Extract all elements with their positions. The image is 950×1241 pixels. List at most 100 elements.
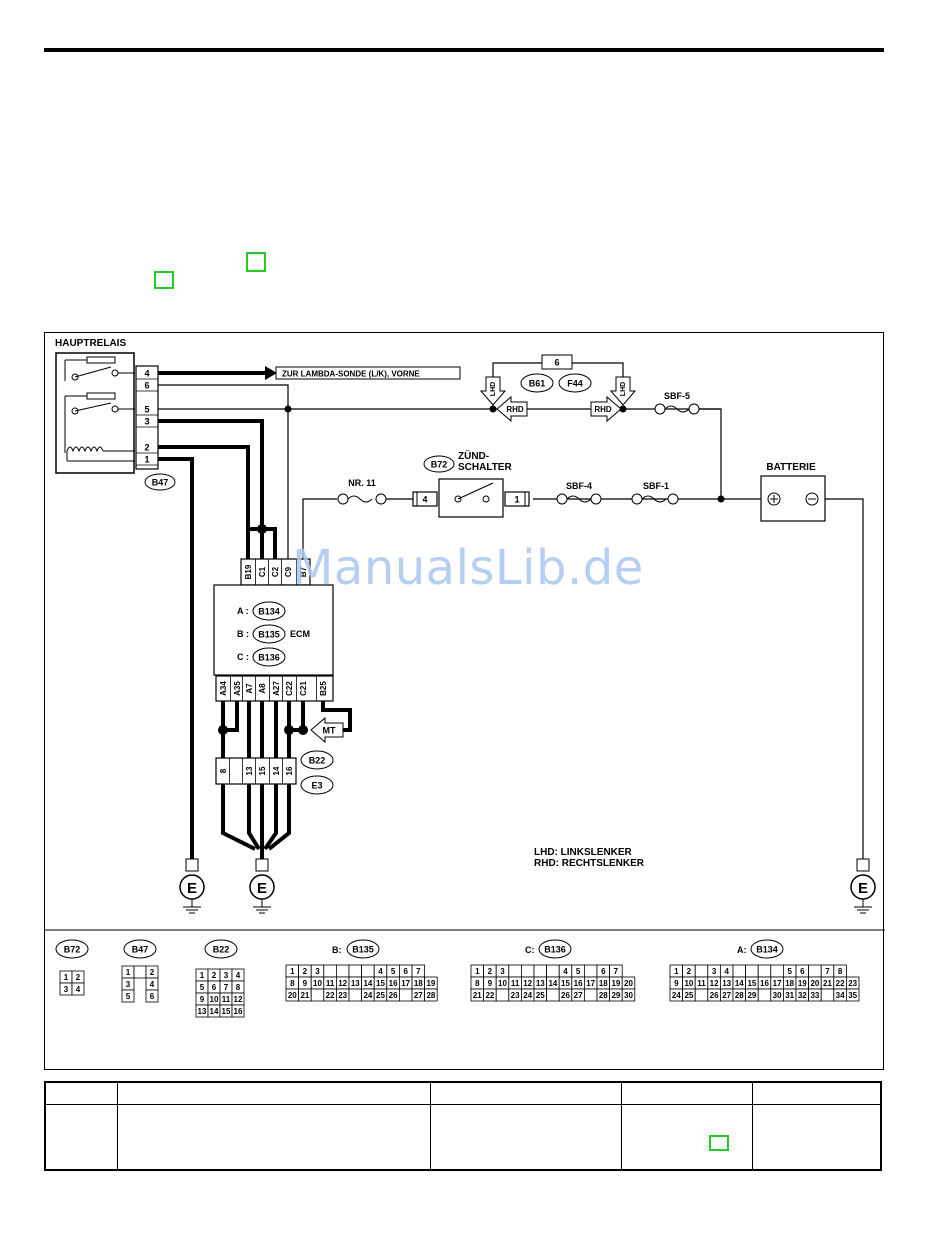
ecm-top-pin: C9 (284, 566, 293, 577)
green-marker-2 (154, 271, 174, 289)
connector-pin: 15 (376, 979, 385, 988)
connector-pin: 5 (126, 992, 131, 1001)
connector-pin: 21 (823, 979, 832, 988)
connector-pin: 3 (64, 985, 69, 994)
connector-pin: 9 (200, 995, 205, 1004)
connector-pin: 14 (363, 979, 372, 988)
relay-pin-3: 3 (144, 417, 149, 427)
connector-pin: 1 (674, 967, 679, 976)
connector-pin: 24 (523, 991, 532, 1000)
top-rule (44, 48, 884, 52)
ecm-c-connector: B136 (258, 653, 280, 663)
connector-pin: 29 (611, 991, 620, 1000)
ignition-pin-left: 4 (422, 495, 427, 505)
legend-b135: B135 (352, 945, 374, 955)
lambda-sensor-label: ZUR LAMBDA-SONDE (L/K), VORNE (282, 370, 420, 379)
connector-pin: 18 (785, 979, 794, 988)
diagnosis-table (44, 1081, 882, 1171)
connector-pin: 8 (475, 979, 480, 988)
connector-pin: 13 (351, 979, 360, 988)
connector-pin: 12 (710, 979, 719, 988)
connector-pin: 34 (836, 991, 845, 1000)
connector-pin: 12 (523, 979, 532, 988)
svg-text:LHD: LHD (620, 382, 627, 396)
joint-pin: 13 (245, 766, 254, 775)
relay-pin-1: 1 (144, 455, 149, 465)
lhd-arrow-right: LHD (609, 376, 637, 406)
fuse-nr11 (337, 493, 387, 505)
connector-pin: 6 (150, 992, 155, 1001)
ecm-bottom-pin: A34 (219, 681, 228, 696)
connector-pin: 21 (473, 991, 482, 1000)
mt-label: MT (323, 726, 336, 736)
ecm-label: ECM (290, 629, 310, 639)
connector-pin: 31 (785, 991, 794, 1000)
connector-pin: 25 (536, 991, 545, 1000)
connector-pin: 3 (315, 967, 320, 976)
joint-pin: 8 (219, 768, 228, 773)
connector-pin: 13 (536, 979, 545, 988)
connector-pin: 27 (414, 991, 423, 1000)
connector-pin: 4 (150, 980, 155, 989)
connector-pin: 15 (222, 1007, 231, 1016)
ecm-top-pin: C1 (258, 566, 267, 577)
ground-icon: E (249, 858, 275, 914)
connector-pin: 19 (798, 979, 807, 988)
green-marker-3 (709, 1134, 729, 1151)
connector-pin: 11 (326, 979, 335, 988)
connector-pin: 8 (236, 983, 241, 992)
connector-pin: 11 (511, 979, 520, 988)
fuse-nr11-label: NR. 11 (348, 478, 376, 488)
svg-text:RHD: RHD (506, 405, 524, 414)
connector-pin: 14 (210, 1007, 219, 1016)
connector-pin: 12 (234, 995, 243, 1004)
connector-pin: 16 (234, 1007, 243, 1016)
main-relay (55, 352, 159, 474)
connector-pin: 20 (624, 979, 633, 988)
connector-pin: 21 (300, 991, 309, 1000)
rhd-legend: RHD: RECHTSLENKER (534, 858, 645, 869)
connector-pin: 26 (389, 991, 398, 1000)
connector-pin: 33 (810, 991, 819, 1000)
legend-b22: B22 (213, 945, 230, 955)
connector-pin: 8 (290, 979, 295, 988)
connector-pin: 27 (722, 991, 731, 1000)
table-cell (621, 1103, 753, 1171)
fuse-sbf1 (631, 493, 679, 505)
connector-pin: 4 (378, 967, 383, 976)
legend-c-prefix: C: (525, 945, 535, 955)
connector-b61-label: B61 (529, 379, 546, 389)
connector-pin: 2 (76, 973, 81, 982)
table-header-cell (44, 1081, 118, 1105)
table-cell (44, 1103, 118, 1171)
connector-pin: 27 (574, 991, 583, 1000)
connector-pin: 29 (747, 991, 756, 1000)
connector-pin: 2 (212, 971, 217, 980)
relay-pin-4: 4 (144, 369, 149, 379)
legend-b47: B47 (132, 945, 149, 955)
ecm-a-prefix: A : (237, 606, 249, 616)
fuse-sbf4 (556, 493, 602, 505)
connector-pin: 1 (126, 968, 131, 977)
ecm-c-prefix: C : (237, 652, 249, 662)
connector-pin: 15 (747, 979, 756, 988)
connector-pin: 1 (200, 971, 205, 980)
green-marker-1 (246, 252, 266, 272)
connector-pin: 13 (722, 979, 731, 988)
connector-pin: 22 (485, 991, 494, 1000)
ground-label: E (187, 880, 197, 897)
connector-pin: 6 (800, 967, 805, 976)
table-header-cell (752, 1081, 882, 1105)
ecm-bottom-pin: A8 (258, 683, 267, 694)
relay-connector-label: B47 (152, 478, 169, 488)
connector-pin: 19 (611, 979, 620, 988)
connector-pin: 8 (838, 967, 843, 976)
